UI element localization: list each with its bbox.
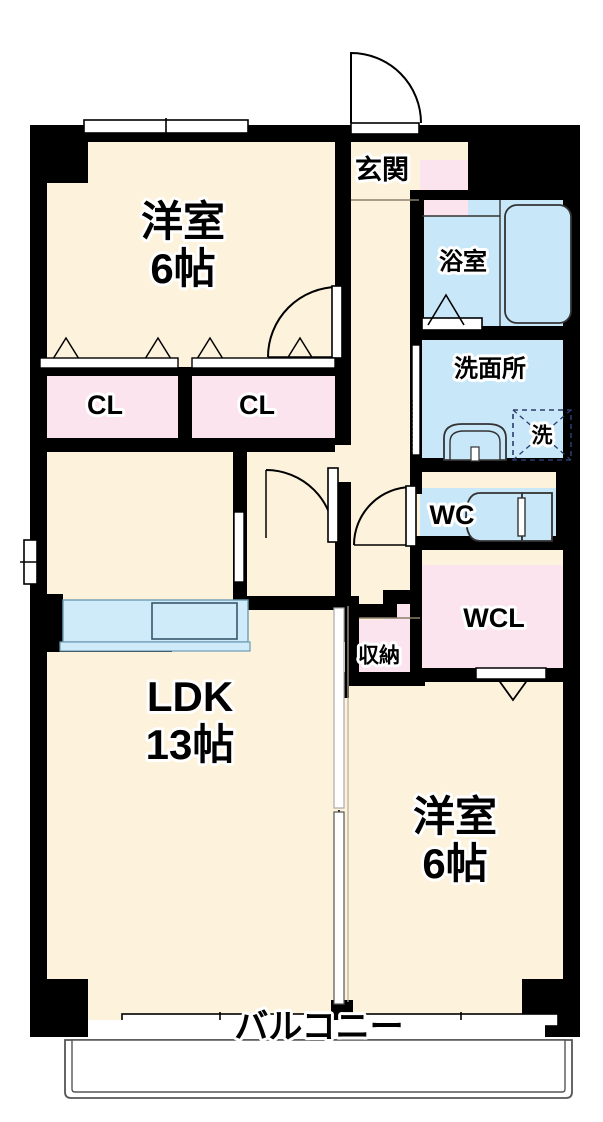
wall-corner-bottom-left — [30, 979, 88, 1037]
storage-fill — [345, 604, 420, 675]
label-bathroom: 浴室 — [439, 247, 487, 275]
label-toilet: WC — [430, 500, 475, 530]
vanity-sink-icon — [443, 423, 507, 462]
closet-fills — [40, 160, 580, 675]
label-washroom: 洗面所 — [454, 355, 526, 382]
wall-bath-top — [420, 190, 580, 200]
wall-bath-left — [410, 190, 424, 330]
ldk-partition-sliding-door — [333, 606, 349, 1005]
entrance-door-sill — [350, 122, 420, 135]
wall-corner-top-left — [30, 125, 88, 183]
bedroom-north-door-swing — [267, 286, 339, 358]
window-bedroom-north — [83, 118, 249, 136]
label-storage: 収納 — [358, 644, 400, 668]
wcl-fill — [420, 565, 580, 675]
bathroom-door-sill — [421, 317, 483, 331]
wcl-door-sill — [475, 667, 547, 680]
washing-machine-pan-icon — [512, 409, 572, 461]
fixtures — [59, 200, 572, 652]
entrance-door-swing — [350, 51, 422, 124]
hall-door-leaf — [327, 467, 339, 543]
label-balcony: バルコニー — [234, 1008, 403, 1046]
balcony-rail-inner — [71, 1039, 566, 1093]
wall-wcl-left — [410, 550, 422, 680]
closet-right-door — [191, 357, 336, 369]
label-ldk-size: 13帖 — [146, 721, 235, 768]
wall-closet-divider — [178, 367, 192, 452]
bathtub-icon — [504, 204, 572, 324]
doors — [39, 51, 547, 1005]
wall-washroom-bottom — [410, 458, 580, 472]
closet-right-fill — [190, 375, 335, 438]
closet-left-fill — [40, 375, 180, 438]
balcony — [64, 1020, 573, 1099]
closet-left-door — [39, 357, 179, 369]
wall-kitchen-left — [47, 594, 63, 652]
toilet-bowl-icon — [465, 492, 553, 542]
wall-right — [563, 125, 580, 1037]
wall-wc-right — [556, 472, 580, 550]
wc-door-swing — [353, 486, 413, 546]
kitchen-counter-icon — [59, 599, 251, 652]
bedroom-north-door-leaf — [331, 285, 343, 359]
wall-kitchen-stub — [247, 596, 337, 610]
bathroom-folding-door — [427, 293, 465, 326]
label-closet-left: CL — [87, 390, 123, 420]
label-wcl: WCL — [463, 603, 524, 633]
wall-bedroom-north-east — [335, 125, 351, 445]
wall-block-top-right — [468, 125, 580, 199]
label-ldk-name: LDK — [147, 673, 233, 720]
room-labels: 洋室 6帖 LDK 13帖 洋室 6帖 玄関 浴室 洗面所 WC WCL 収納 … — [84, 151, 556, 1049]
label-bedroom-north-size: 6帖 — [150, 245, 215, 292]
wall-storage-bottom — [345, 672, 425, 686]
genkan-shoe-box-fill — [420, 160, 468, 216]
wall-storage-top — [345, 590, 422, 618]
label-bedroom-north-name: 洋室 — [141, 198, 225, 245]
wc-door-leaf — [405, 485, 417, 547]
label-washing-machine: 洗 — [532, 425, 553, 448]
label-bedroom-south-name: 洋室 — [413, 793, 497, 840]
window-ldk-west — [20, 539, 42, 585]
washroom-sliding-door — [411, 344, 421, 456]
label-genkan: 玄関 — [355, 154, 409, 185]
label-bedroom-south-size: 6帖 — [422, 840, 487, 887]
wall-left — [30, 125, 47, 1037]
label-closet-right: CL — [239, 390, 275, 420]
wcl-door-swing — [494, 674, 532, 702]
